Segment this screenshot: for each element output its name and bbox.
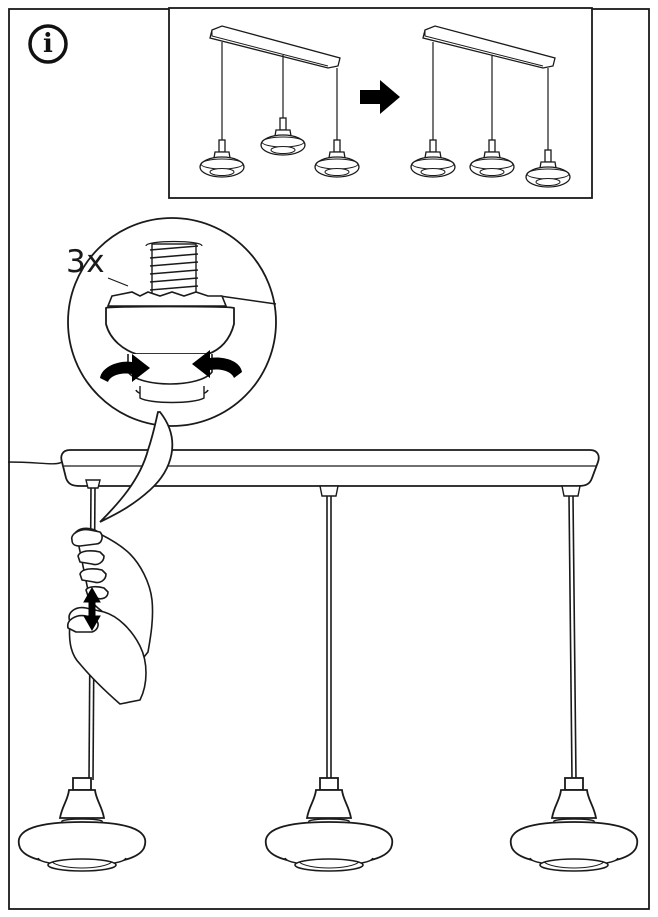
adjustment-overview-panel (168, 7, 593, 199)
canopy-after (410, 25, 571, 188)
cord-grip-nut (105, 291, 235, 404)
repeat-count-label: 3x (66, 244, 106, 280)
info-icon (28, 24, 68, 64)
cords (85, 479, 581, 781)
up-down-arrow-icon (83, 586, 101, 632)
lamp-shade-left (17, 777, 147, 872)
lamp-shade-right (509, 777, 639, 872)
threaded-rod (145, 240, 203, 297)
detail-magnifier (67, 217, 277, 523)
rotate-arrows-icon (100, 350, 242, 382)
info-icon-letter: i (43, 29, 53, 59)
hands-adjusting-cord (66, 527, 154, 705)
canopy-before (199, 25, 360, 178)
lamp-shade-center (264, 777, 394, 872)
right-arrow-icon (360, 80, 400, 114)
